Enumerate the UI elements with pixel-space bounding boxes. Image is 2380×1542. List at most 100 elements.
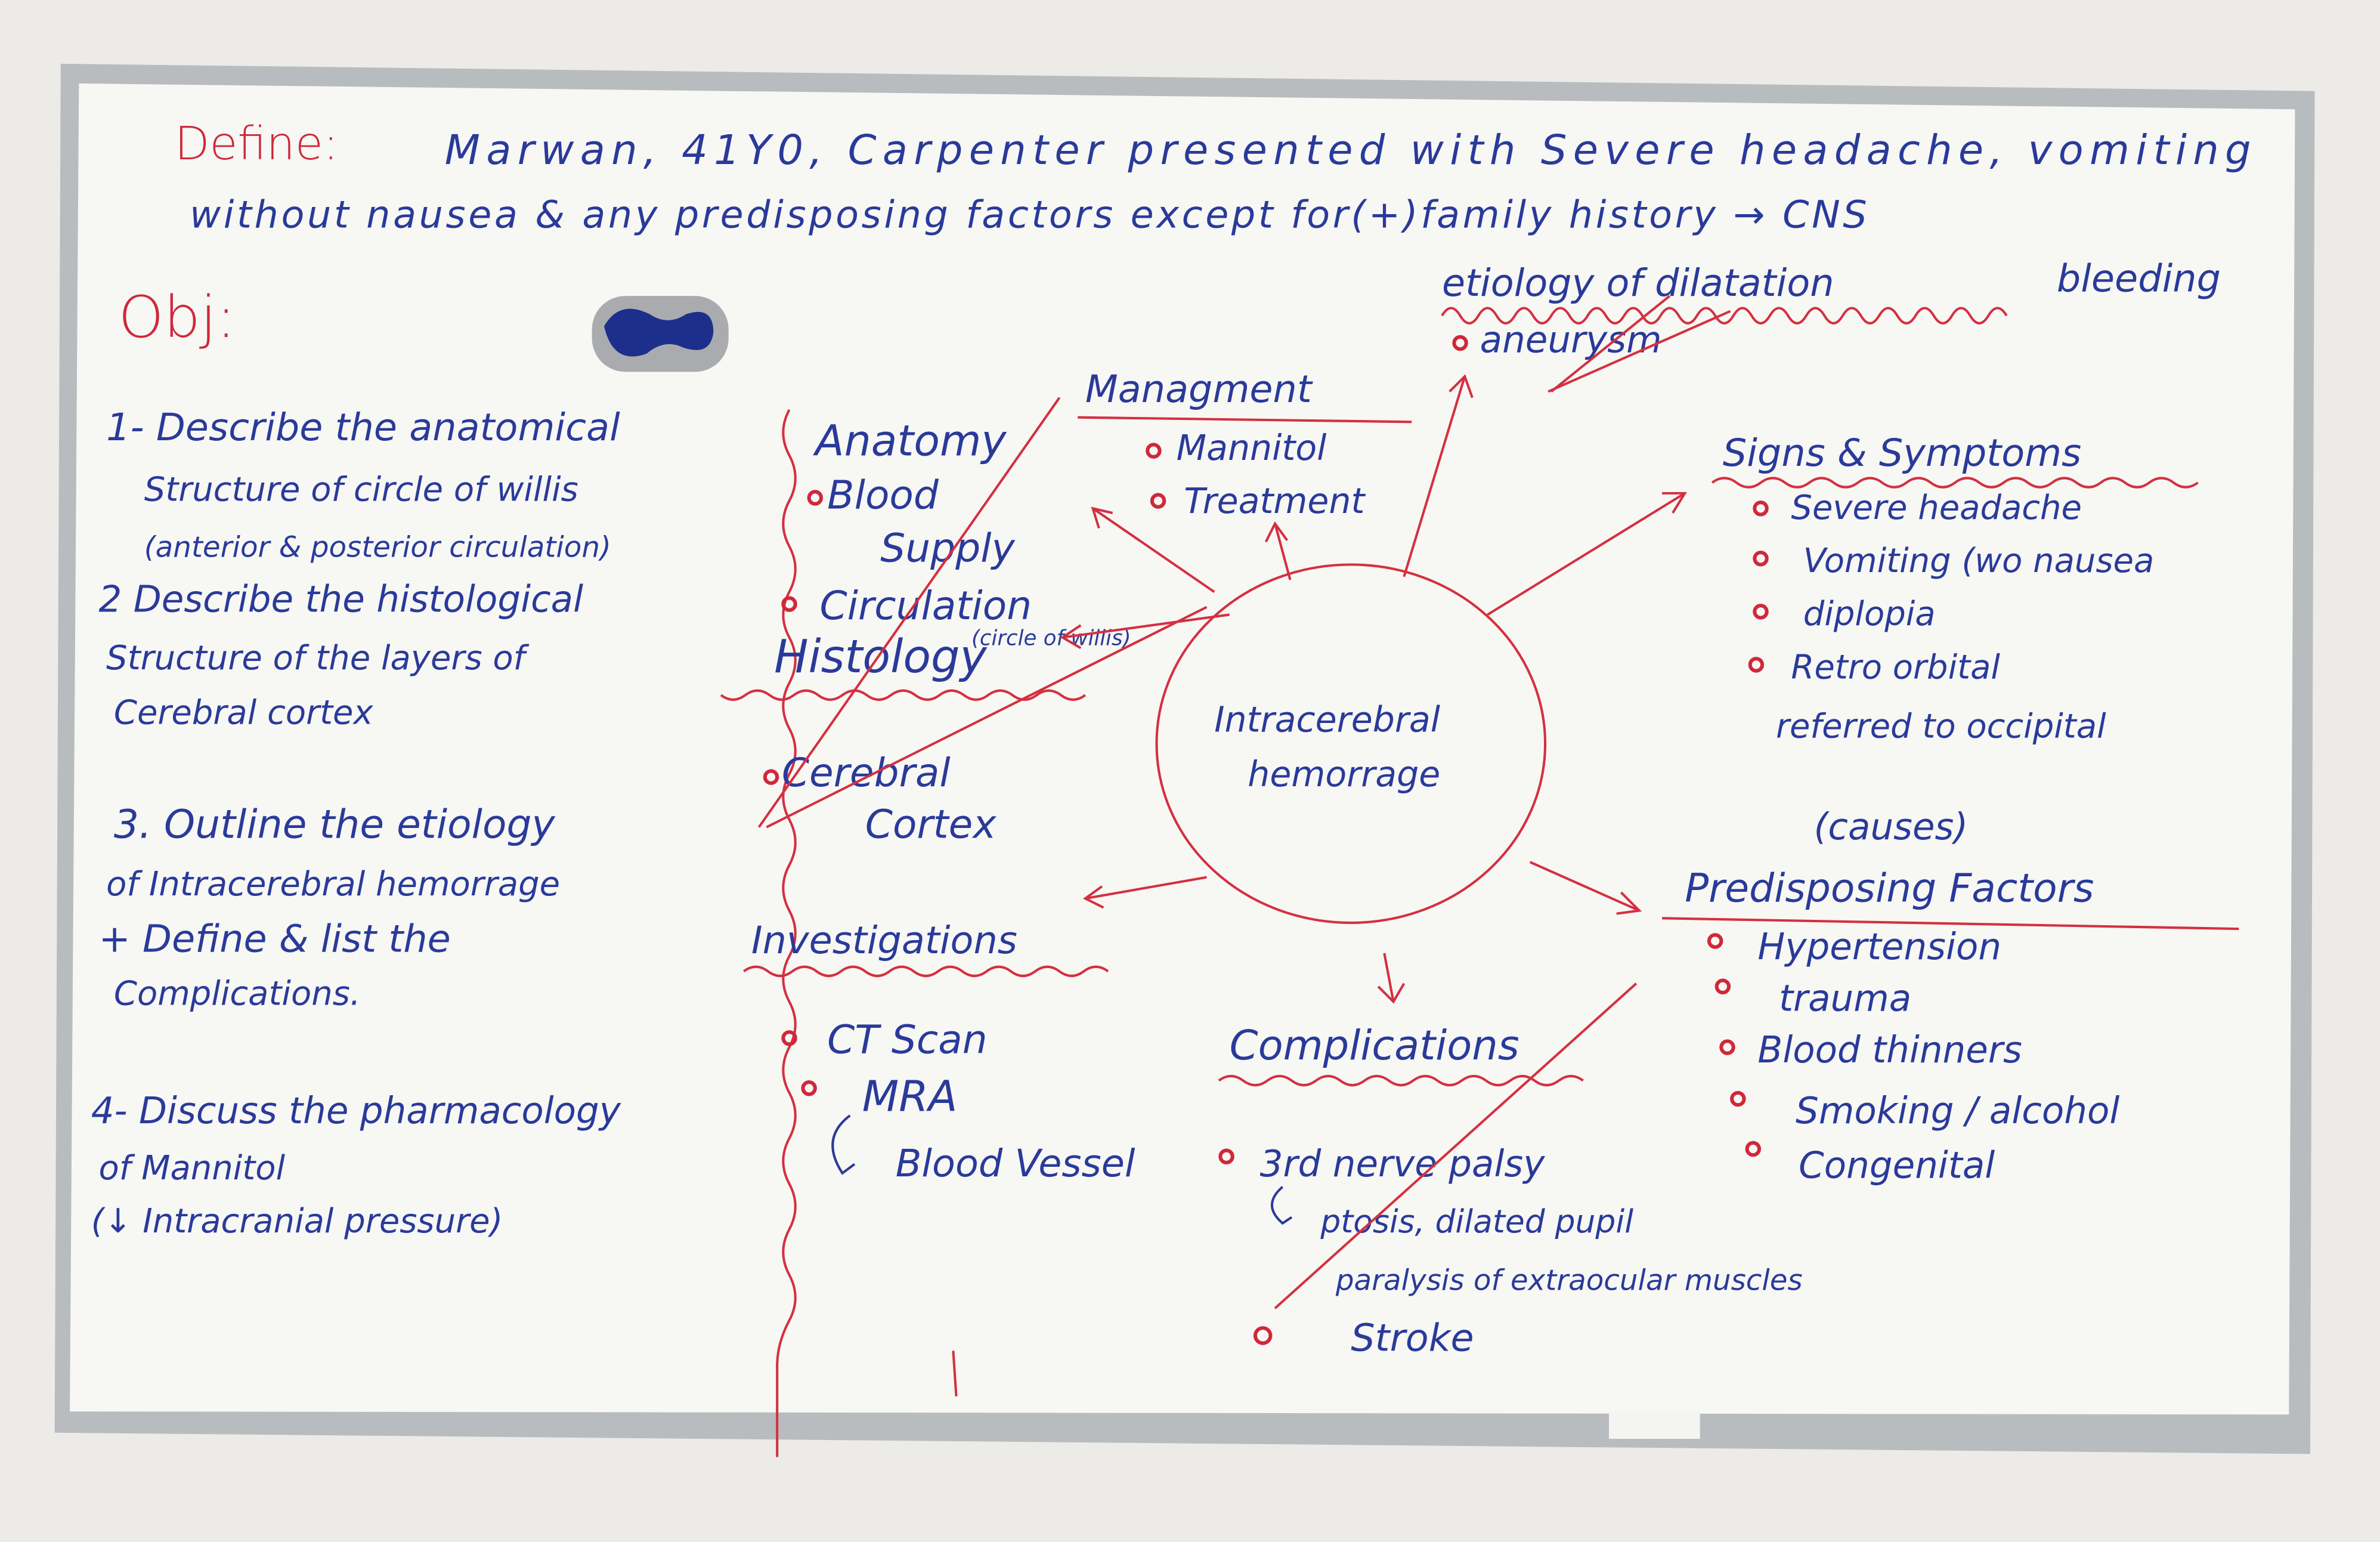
objective-line: 2 Describe the histological — [98, 578, 583, 620]
factor-item: Smoking / alcohol — [1796, 1090, 2119, 1132]
objective-1: 1- Describe the anatomical Structure of … — [106, 406, 620, 564]
objective-3: 3. Outline the etiology of Intracerebral… — [98, 801, 560, 1013]
cerebral-text: Cerebral — [782, 750, 951, 796]
center-title-line2: hemorrage — [1248, 754, 1440, 795]
complication-note: ptosis, dilated pupil — [1320, 1203, 1633, 1240]
arrow-to-management — [1264, 521, 1292, 580]
bullet-dot — [1452, 335, 1468, 351]
objective-2: 2 Describe the histological Structure of… — [98, 578, 583, 732]
objective-line: 1- Describe the anatomical — [106, 406, 620, 450]
bullet-dot — [1707, 933, 1723, 949]
case-line-2: without nausea & any predisposing factor… — [190, 193, 1867, 237]
arrow-to-etiology — [1403, 374, 1474, 577]
sign-note: referred to occipital — [1776, 707, 2106, 746]
factor-item: Congenital — [1799, 1144, 1995, 1186]
investigation-item: MRA — [862, 1071, 958, 1121]
bullet-dot — [1714, 978, 1731, 995]
objectives-title: Obj: — [119, 283, 236, 351]
histology-text: Histology — [774, 631, 988, 684]
bleeding-text: bleeding — [2057, 257, 2221, 301]
bullet-dot — [1218, 1148, 1234, 1164]
arrow-to-anatomy — [1091, 506, 1215, 593]
eraser — [592, 296, 729, 372]
predisposing-underline — [1662, 917, 2239, 931]
strike-line — [1548, 310, 1731, 393]
management-item: Mannitol — [1177, 428, 1327, 468]
arrow-to-signs — [1487, 492, 1687, 616]
factor-item: Hypertension — [1757, 926, 2001, 968]
complications-title: Complications — [1230, 1022, 1519, 1070]
predisposing-title: Predisposing Factors — [1685, 865, 2094, 911]
bullet-dot — [807, 490, 824, 506]
investigation-item: CT Scan — [827, 1017, 988, 1063]
objective-line: (anterior & posterior circulation) — [144, 531, 611, 564]
objective-line: 3. Outline the etiology — [114, 801, 556, 847]
complications-underline — [1218, 1074, 1584, 1087]
signs-title: Signs & Symptoms — [1723, 431, 2081, 475]
bullet-dot — [1748, 657, 1765, 673]
cortex-text: Cortex — [865, 801, 997, 847]
objective-line: of Intracerebral hemorrage — [106, 865, 560, 904]
objective-line: Cerebral cortex — [114, 694, 374, 733]
bullet-dot — [1753, 500, 1769, 517]
objective-4: 4- Discuss the pharmacology of Mannitol … — [91, 1090, 621, 1241]
bullet-dot — [1753, 551, 1769, 567]
management-title: Managment — [1085, 367, 1313, 412]
bullet-dot — [1745, 1141, 1762, 1157]
objective-line: + Define & list the — [98, 917, 450, 961]
complication-item: 3rd nerve palsy — [1260, 1143, 1546, 1185]
sign-item: diplopia — [1803, 595, 1936, 634]
board-surface — [70, 83, 2295, 1415]
define-label: Define: — [175, 118, 339, 171]
causes-label: (causes) — [1814, 806, 1969, 848]
sign-item: Severe headache — [1791, 489, 2082, 527]
bullet-dot — [1719, 1039, 1735, 1055]
bullet-dot — [1753, 604, 1769, 620]
anatomy-title: Anatomy — [813, 416, 1007, 465]
stray-mark — [952, 1351, 958, 1396]
bullet-dot — [1150, 493, 1166, 509]
objective-line: (↓ Intracranial pressure) — [91, 1202, 503, 1241]
investigations-underline — [742, 965, 1109, 978]
etiology-heading: etiology of dilatation — [1442, 261, 1834, 305]
arrow-to-investigations — [1082, 876, 1207, 909]
arrow-hook — [1270, 1186, 1293, 1225]
bullet-dot — [781, 1030, 797, 1046]
objective-line: Structure of circle of willis — [144, 471, 578, 509]
sign-item: Vomiting (wo nausea — [1803, 542, 2155, 580]
factor-item: trauma — [1779, 978, 1911, 1020]
bullet-dot — [1146, 443, 1162, 459]
objective-line: Structure of the layers of — [106, 639, 530, 678]
center-title-line1: Intracerebral — [1214, 699, 1440, 740]
supply-text: Supply — [880, 525, 1015, 571]
objective-line: of Mannitol — [98, 1149, 285, 1188]
center-circle — [1155, 563, 1547, 924]
objective-line: 4- Discuss the pharmacology — [91, 1090, 621, 1132]
bullet-dot — [763, 769, 779, 785]
objective-line: Complications. — [114, 974, 361, 1013]
etiology-underline — [1441, 307, 2008, 325]
factor-item: Blood thinners — [1757, 1029, 2022, 1071]
case-line-1: Marwan, 41Y0, Carpenter presented with S… — [445, 126, 2251, 174]
strike-line — [757, 397, 1061, 828]
arrow-to-complications — [1377, 953, 1406, 1004]
investigation-note: Blood Vessel — [896, 1142, 1135, 1186]
arrow-to-circulation — [1060, 613, 1230, 650]
arrow-to-predisposing — [1529, 861, 1642, 915]
arrows — [1060, 374, 1687, 1004]
complication-item: Stroke — [1351, 1316, 1474, 1360]
bullet-dot — [801, 1080, 817, 1096]
circle-of-willis-note: (circle of willis) — [971, 626, 1131, 650]
tape — [1608, 1411, 1700, 1439]
bullet-dot — [1730, 1090, 1746, 1107]
signs-underline — [1711, 477, 2199, 489]
strike-line — [766, 605, 1208, 829]
investigations-title: Investigations — [751, 919, 1017, 963]
bullet-dot — [1253, 1326, 1273, 1345]
divider-line — [776, 409, 797, 1457]
management-underline — [1078, 416, 1412, 424]
strike-line — [1274, 982, 1638, 1309]
complication-note: paralysis of extraocular muscles — [1335, 1264, 1803, 1297]
strike-line — [1550, 295, 1671, 393]
